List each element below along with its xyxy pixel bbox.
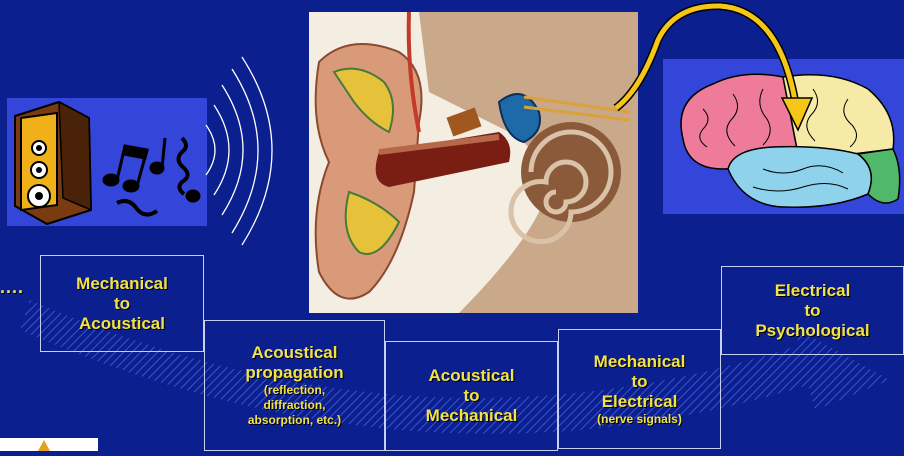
stage-note: absorption, etc.) (248, 413, 341, 428)
stage-electrical-to-psychological: Electrical to Psychological (721, 266, 904, 355)
stage-line: Electrical (775, 281, 851, 301)
leading-ellipsis: .... (0, 277, 24, 298)
speaker-with-music-notes-icon (7, 98, 207, 226)
stage-note: (nerve signals) (597, 412, 682, 427)
logo (0, 438, 98, 451)
nerve-signal-arrow (600, 0, 830, 140)
stage-mechanical-to-acoustical: Mechanical to Acoustical (40, 255, 204, 352)
stage-line: to (114, 294, 130, 314)
logo-mark (0, 438, 98, 451)
speaker-panel (7, 98, 207, 226)
stage-line: to (631, 372, 647, 392)
stage-line: Acoustical (79, 314, 165, 334)
stage-line: Mechanical (426, 406, 518, 426)
stage-line: propagation (245, 363, 343, 383)
stage-line: Acoustical (429, 366, 515, 386)
stage-line: Electrical (602, 392, 678, 412)
stage-line: to (463, 386, 479, 406)
sound-waves (196, 55, 306, 250)
ear-anatomy-illustration (309, 12, 638, 313)
stage-mechanical-to-electrical: Mechanical to Electrical (nerve signals) (558, 329, 721, 449)
stage-note: (reflection, (264, 383, 325, 398)
stage-acoustical-propagation: Acoustical propagation (reflection, diff… (204, 320, 385, 451)
ear-panel (309, 12, 638, 313)
stage-acoustical-to-mechanical: Acoustical to Mechanical (385, 341, 558, 451)
stage-note: diffraction, (264, 398, 326, 413)
stage-line: to (804, 301, 820, 321)
stage-line: Mechanical (594, 352, 686, 372)
stage-line: Mechanical (76, 274, 168, 294)
stage-line: Psychological (755, 321, 869, 341)
stage-line: Acoustical (252, 343, 338, 363)
